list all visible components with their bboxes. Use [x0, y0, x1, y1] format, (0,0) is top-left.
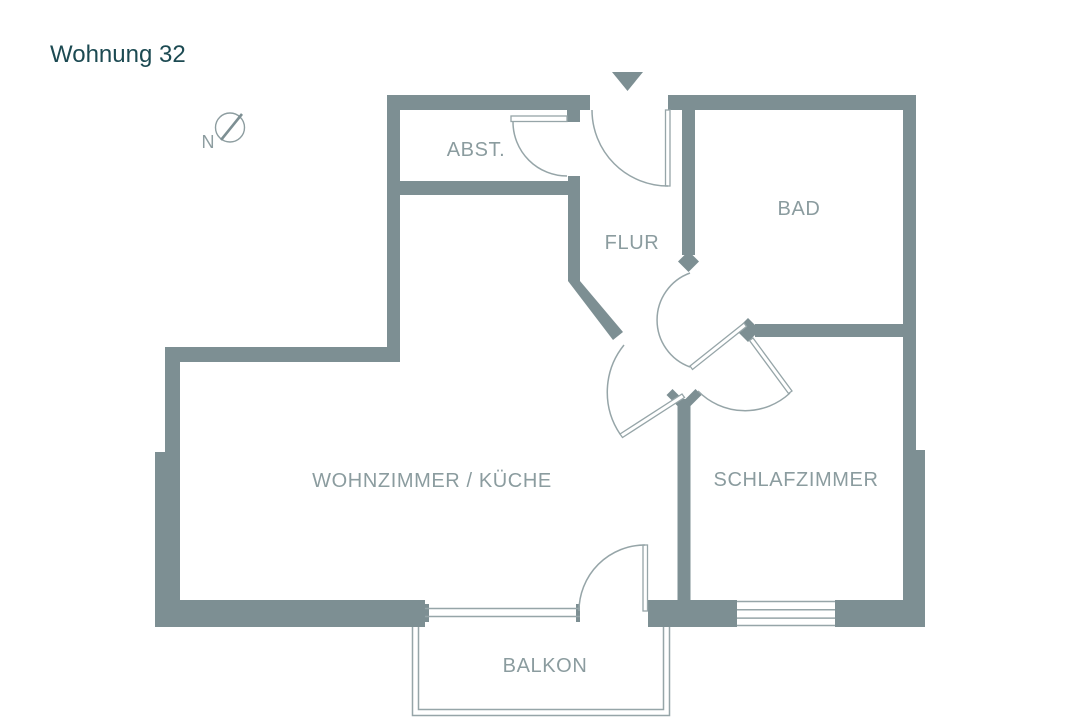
post-abst-door — [567, 110, 580, 122]
wall-bad-bottom — [755, 324, 903, 337]
door-bad — [656, 272, 748, 371]
door-swing-arc — [606, 344, 625, 435]
door-leaf — [510, 115, 568, 123]
door-entrance — [591, 109, 671, 187]
door-swing-arc — [656, 272, 691, 368]
wall-bottom-left — [155, 600, 425, 627]
north-compass-icon: N — [202, 112, 246, 152]
windows — [425, 600, 835, 627]
door-abst — [510, 115, 568, 177]
compass-needle — [219, 113, 244, 141]
wall-flur-schlafzimmer — [677, 399, 691, 627]
wall-abst-left — [387, 95, 400, 362]
window-cap-right — [576, 604, 580, 622]
wall-top-right — [668, 95, 916, 110]
balcony-inner-line — [417, 627, 665, 711]
room-labels: ABST. FLUR BAD WOHNZIMMER / KÜCHE SCHLAF… — [312, 139, 878, 677]
room-label-schlafzimmer: SCHLAFZIMMER — [714, 469, 879, 491]
walls — [155, 95, 925, 627]
room-label-bad: BAD — [778, 198, 821, 220]
north-label: N — [202, 132, 215, 152]
wall-bad-left — [682, 110, 695, 255]
door-swing-arc — [591, 109, 669, 187]
wall-right-upper — [903, 95, 916, 450]
room-label-wohnzimmer: WOHNZIMMER / KÜCHE — [312, 470, 552, 492]
wall-bottom-middle — [648, 600, 737, 627]
balcony-outline — [411, 627, 671, 717]
door-schlafzimmer — [697, 337, 793, 412]
page-title: Wohnung 32 — [50, 41, 186, 68]
door-swing-arc — [578, 544, 646, 612]
balcony-outer-line — [411, 627, 671, 717]
compass-circle — [214, 112, 246, 143]
room-label-abst: ABST. — [447, 139, 506, 161]
wall-flur-left — [568, 176, 580, 281]
door-wohnzimmer — [606, 344, 686, 439]
wall-left-lower — [155, 452, 180, 627]
wall-wohnzimmer-top — [165, 347, 398, 362]
door-leaf — [642, 544, 649, 612]
door-balkon — [578, 544, 649, 612]
door-swing-arc — [512, 121, 568, 177]
door-leaf — [619, 393, 686, 439]
door-leaf — [748, 337, 793, 395]
door-swing-arc — [697, 390, 791, 412]
door-leaf — [689, 322, 748, 371]
wall-flur-diagonal — [568, 281, 623, 340]
room-label-balkon: BALKON — [503, 655, 588, 677]
post-bad-wall-end — [678, 251, 699, 272]
window-wohnzimmer — [425, 607, 580, 618]
door-leaf — [664, 109, 671, 187]
doors — [510, 109, 793, 612]
wall-abst-bottom — [400, 181, 580, 195]
window-cap-left — [425, 604, 429, 622]
wall-right-lower — [903, 450, 925, 627]
wall-top-left — [387, 95, 590, 110]
wall-left-upper — [165, 347, 180, 452]
entrance-arrow-icon — [612, 72, 643, 91]
room-label-flur: FLUR — [605, 232, 660, 254]
wall-bottom-schlafzimmer — [835, 600, 903, 627]
window-schlafzimmer — [737, 600, 835, 627]
